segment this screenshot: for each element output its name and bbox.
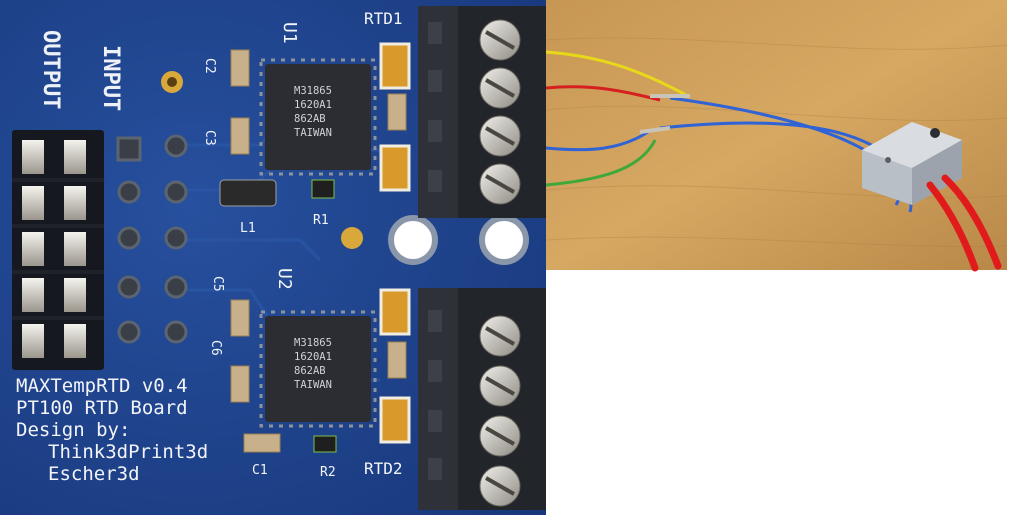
label-c6: C6 [208,340,223,356]
label-r1: R1 [313,213,329,228]
chip-u2: M31865 1620A1 862AB TAIWAN [259,310,377,428]
wiring-photo [545,0,1008,272]
board-title-line5: Escher3d [48,463,140,485]
cap-c5 [230,299,250,337]
wood-grain [545,37,1008,248]
cap-c6 [230,365,250,403]
label-l1: L1 [240,221,256,236]
input-holes [116,71,188,344]
pcb-board: OUTPUT INPUT [0,0,546,515]
gold-pads [379,42,411,444]
heater-block [862,122,962,205]
label-c1: C1 [252,463,268,478]
heater-lead-2 [941,174,1002,270]
svg-text:862AB: 862AB [294,365,326,377]
red-wire [545,85,661,102]
terminal-block-rtd2 [418,288,546,510]
svg-text:TAIWAN: TAIWAN [294,127,332,139]
cap-c2 [230,49,250,87]
svg-text:1620A1: 1620A1 [294,99,332,111]
blue-wire-2 [545,130,649,152]
svg-text:M31865: M31865 [294,337,332,349]
label-c3: C3 [202,130,217,146]
board-title-line4: Think3dPrint3d [48,441,208,463]
resistor-r2 [313,435,337,453]
chip-u1: M31865 1620A1 862AB TAIWAN [259,58,377,176]
label-u2: U2 [274,268,295,290]
label-c2: C2 [202,58,217,74]
output-pin-header [12,130,104,370]
terminal-block-rtd1 [418,6,546,218]
yellow-wire [545,50,687,97]
output-label: OUTPUT [38,30,63,109]
svg-text:M31865: M31865 [294,85,332,97]
svg-text:TAIWAN: TAIWAN [294,379,332,391]
board-title-line2: PT100 RTD Board [16,397,188,419]
label-u1: U1 [279,22,300,44]
green-wire [545,139,657,187]
input-label: INPUT [98,45,123,111]
splice-2 [639,126,671,134]
cap-c3 [230,117,250,155]
label-rtd1: RTD1 [364,9,403,28]
via-gold [341,227,363,249]
label-r2: R2 [320,465,336,480]
svg-text:1620A1: 1620A1 [294,351,332,363]
label-c5: C5 [210,276,225,292]
cap-u2-side [387,341,407,379]
mount-hole-2 [479,215,529,265]
inductor-l1 [219,179,277,207]
board-title-line1: MAXTempRTD v0.4 [16,375,188,397]
svg-text:862AB: 862AB [294,113,326,125]
mount-hole-1 [388,215,438,265]
resistor-r1 [311,179,335,199]
cap-c1 [243,433,281,453]
board-title-line3: Design by: [16,419,130,441]
passive-components [219,49,407,453]
label-rtd2: RTD2 [364,459,403,478]
cap-u1-side [387,93,407,131]
heater-lead-1 [926,181,979,272]
